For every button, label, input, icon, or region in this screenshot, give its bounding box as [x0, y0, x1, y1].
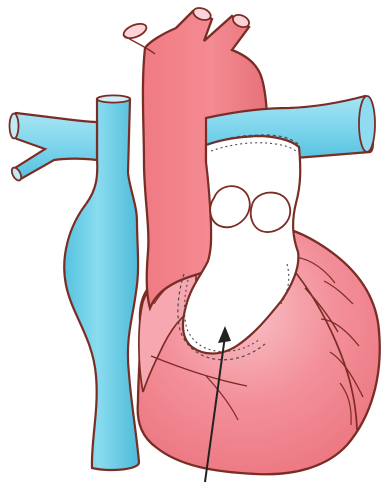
aorta-branch-opening-1	[122, 21, 149, 41]
pulmonary-upper-opening	[10, 114, 19, 139]
patch-bulb-right	[251, 193, 290, 233]
vena-cava-top-opening	[97, 95, 130, 102]
pulmonary-trunk-opening	[359, 96, 375, 152]
pulmonary-branches	[10, 113, 98, 182]
pulmonary-left-branch	[13, 113, 97, 180]
